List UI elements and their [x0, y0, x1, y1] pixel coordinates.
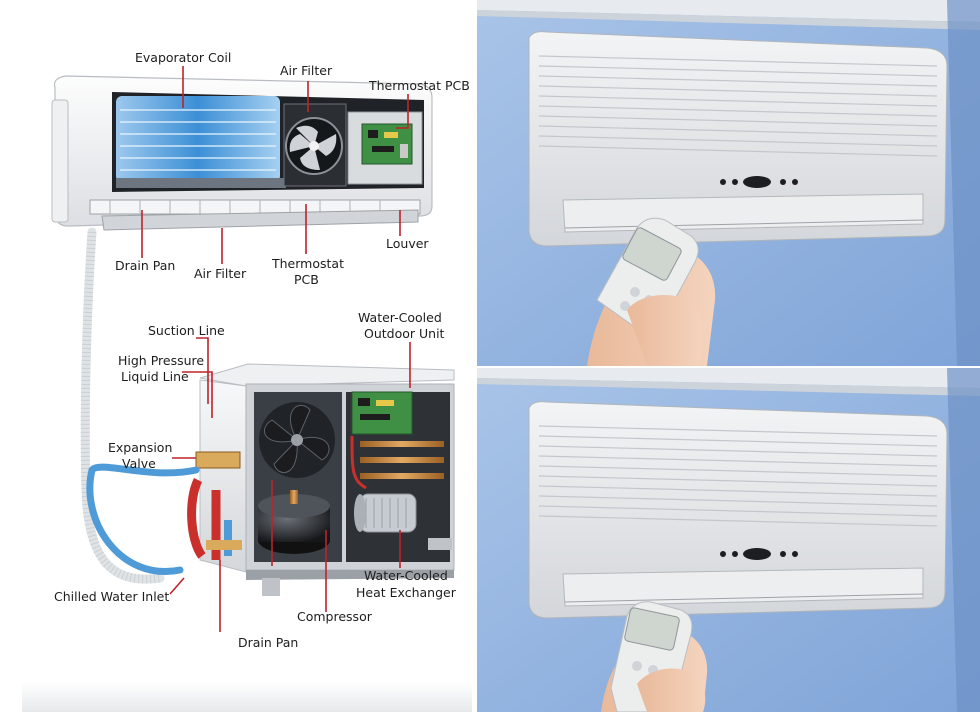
indoor-fan-graphic [283, 103, 347, 187]
compressor-graphic [258, 490, 330, 554]
heat-exchanger-graphic [354, 493, 417, 533]
chilled-water-hose [86, 463, 200, 575]
label-chilled-water-inlet: Chilled Water Inlet [54, 589, 169, 604]
hand-with-remote [601, 601, 708, 712]
ac-component-diagram: Evaporator Coil Air Filter Thermostat PC… [0, 0, 477, 712]
label-water-cooled-hx-line2: Heat Exchanger [356, 585, 457, 600]
label-expansion-valve-line1: Expansion [108, 440, 172, 455]
thermostat-pcb-graphic [347, 111, 423, 185]
label-drain-pan-outdoor: Drain Pan [238, 635, 298, 650]
label-compressor: Compressor [297, 609, 373, 624]
outdoor-fan-graphic [259, 402, 335, 478]
outdoor-unit [199, 363, 455, 596]
label-drain-pan-indoor: Drain Pan [115, 258, 175, 273]
label-water-cooled-outdoor-line1: Water-Cooled [358, 310, 442, 325]
label-air-filter-bottom: Air Filter [194, 266, 247, 281]
outdoor-piping [187, 400, 242, 560]
label-thermostat-pcb-bottom-line1: Thermostat [271, 256, 344, 271]
label-thermostat-pcb-bottom-line2: PCB [294, 272, 319, 287]
label-high-pressure-line1: High Pressure [118, 353, 204, 368]
outdoor-labels: Suction Line High Pressure Liquid Line E… [54, 310, 457, 650]
copper-coil-graphic [350, 390, 444, 560]
label-louver: Louver [386, 236, 429, 251]
label-suction-line: Suction Line [148, 323, 225, 338]
label-water-cooled-hx-line1: Water-Cooled [364, 568, 448, 583]
indoor-unit [51, 75, 433, 231]
label-expansion-valve-line2: Valve [122, 456, 156, 471]
label-evaporator-coil: Evaporator Coil [135, 50, 231, 65]
wall-ac-unit [528, 401, 948, 619]
label-water-cooled-outdoor-line2: Outdoor Unit [364, 326, 445, 341]
drain-hose [80, 227, 165, 584]
label-air-filter-top: Air Filter [280, 63, 333, 78]
wall-ac-unit [528, 31, 948, 247]
label-high-pressure-line2: Liquid Line [121, 369, 189, 384]
indoor-labels: Evaporator Coil Air Filter Thermostat PC… [115, 50, 470, 287]
photo-wall-ac-top [477, 0, 980, 366]
evaporator-coil-graphic [116, 96, 286, 188]
photo-wall-ac-bottom [477, 368, 980, 712]
hand-with-remote [587, 217, 716, 366]
label-thermostat-pcb-top: Thermostat PCB [368, 78, 470, 93]
outdoor-pcb-graphic [351, 391, 413, 435]
leader-lines [141, 66, 411, 632]
